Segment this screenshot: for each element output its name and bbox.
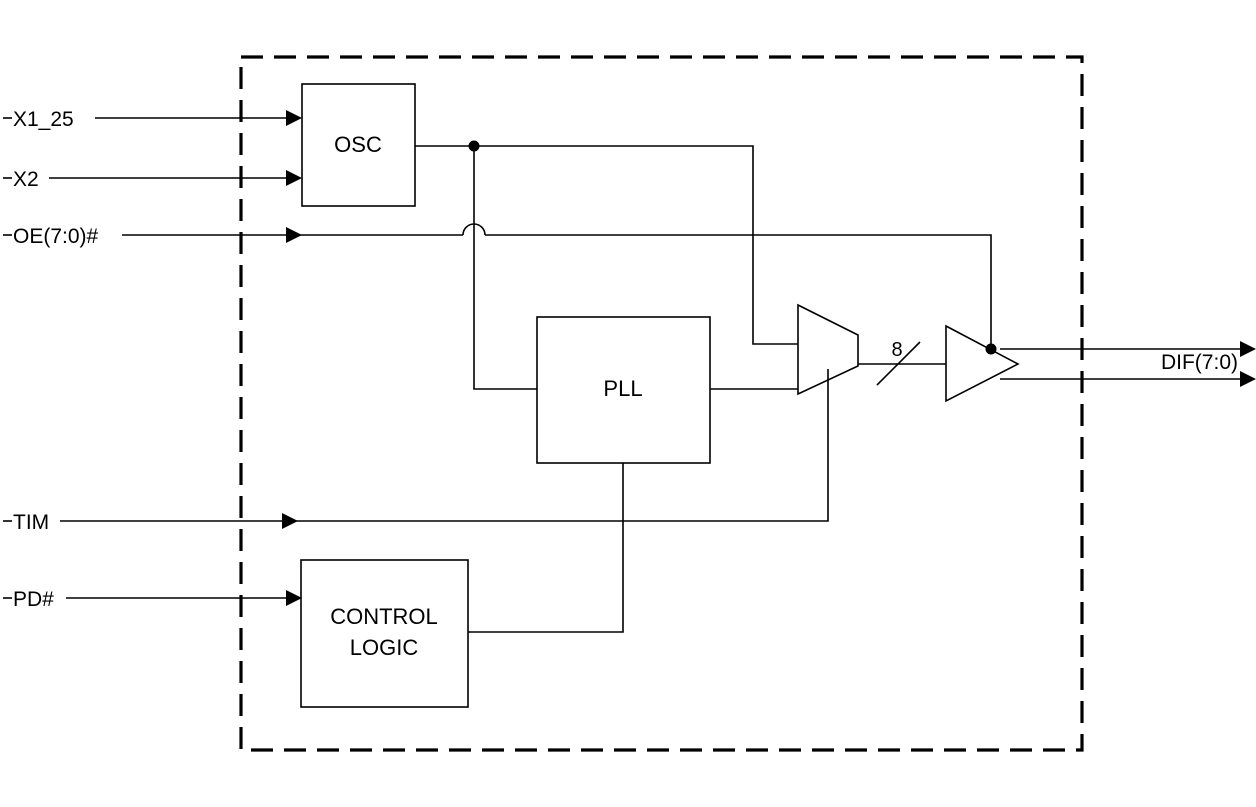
dif-arrow-top-icon [1240, 341, 1256, 357]
osc-label: OSC [334, 132, 382, 157]
control-logic-label-line2: LOGIC [350, 635, 419, 660]
x2-arrow-icon [286, 170, 302, 186]
output-buffer-icon [945, 324, 1020, 403]
input-tim: TIM [13, 369, 829, 534]
input-pd: PD# [13, 588, 302, 611]
pll-label: PLL [603, 376, 642, 401]
osc-output-net [415, 145, 798, 390]
tim-arrow-icon [282, 513, 298, 529]
pin-marks [3, 117, 12, 599]
x1-arrow-icon [286, 110, 302, 126]
osc-block: OSC [301, 83, 416, 207]
pll-block: PLL [536, 316, 711, 464]
dif-label: DIF(7:0) [1161, 351, 1238, 374]
mux-icon [797, 303, 859, 396]
bus-width-label: 8 [891, 339, 902, 361]
oe-label: OE(7:0)# [13, 225, 99, 248]
pd-label: PD# [13, 588, 54, 611]
tim-label: TIM [13, 511, 49, 534]
input-x2: X2 [13, 168, 302, 191]
dif-arrow-bottom-icon [1240, 371, 1256, 387]
pd-arrow-icon [286, 590, 302, 606]
junction-dot-osc [468, 140, 480, 152]
bus-slash-icon [876, 341, 921, 386]
oe-arrow-icon [286, 227, 302, 243]
control-to-pll-wire [468, 463, 624, 633]
input-x1-25: X1_25 [13, 108, 302, 131]
control-logic-block: CONTROL LOGIC [300, 559, 469, 708]
input-oe: OE(7:0)# [13, 223, 992, 349]
control-logic-label-line1: CONTROL [330, 604, 438, 629]
x2-label: X2 [13, 168, 39, 191]
chip-boundary [239, 55, 1084, 752]
junction-dot-oe [985, 343, 997, 355]
x1-25-label: X1_25 [13, 108, 74, 131]
output-dif: DIF(7:0) [1000, 341, 1256, 387]
